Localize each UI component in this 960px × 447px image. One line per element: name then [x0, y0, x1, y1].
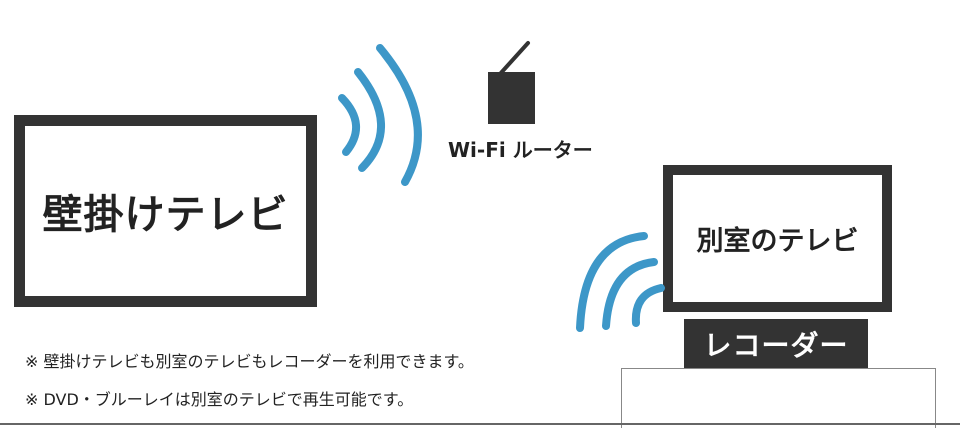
router-antenna [498, 41, 530, 76]
wall-tv: 壁掛けテレビ [14, 115, 317, 307]
recorder: レコーダー [684, 319, 868, 369]
recorder-label: レコーダー [703, 329, 849, 362]
note-1: ※ 壁掛けテレビも別室のテレビもレコーダーを利用できます。 [25, 352, 474, 371]
wifi-wave-wall-2 [354, 68, 386, 172]
wifi-wave-room-3 [576, 232, 648, 332]
wifi-waves-wall-tv [338, 44, 422, 186]
tv-stand [621, 368, 936, 428]
room-tv: 別室のテレビ [663, 165, 892, 312]
room-tv-label: 別室のテレビ [696, 226, 859, 257]
router-icon [488, 72, 535, 124]
wifi-waves-room-tv [576, 232, 665, 332]
wifi-wave-wall-1 [338, 94, 361, 156]
wifi-wave-room-2 [602, 258, 658, 330]
wall-tv-label: 壁掛けテレビ [42, 192, 289, 238]
router-label: Wi-Fi ルーター [448, 138, 593, 162]
floor-line [0, 423, 960, 425]
note-2: ※ DVD・ブルーレイは別室のテレビで再生可能です。 [25, 390, 414, 409]
wifi-wave-room-1 [631, 284, 665, 327]
wifi-wave-wall-3 [376, 44, 422, 186]
